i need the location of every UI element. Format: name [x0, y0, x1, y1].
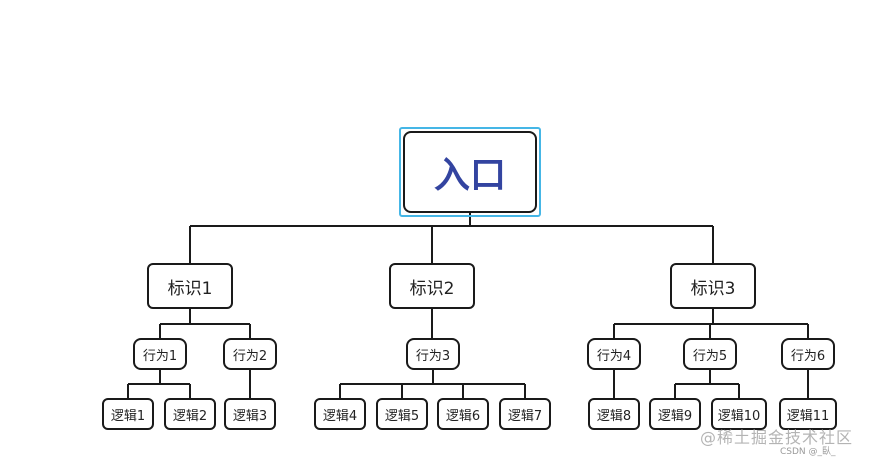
logic-node-6[interactable]: 逻辑6 [437, 398, 489, 430]
behavior-node-1[interactable]: 行为1 [133, 338, 187, 370]
id-node-1[interactable]: 标识1 [147, 263, 233, 309]
logic-node-9[interactable]: 逻辑9 [649, 398, 701, 430]
id-node-2[interactable]: 标识2 [389, 263, 475, 309]
watermark-sub: CSDN @_臥_ [780, 447, 836, 457]
logic-node-5[interactable]: 逻辑5 [376, 398, 428, 430]
logic-node-8[interactable]: 逻辑8 [588, 398, 640, 430]
logic-node-4[interactable]: 逻辑4 [314, 398, 366, 430]
logic-node-1[interactable]: 逻辑1 [102, 398, 154, 430]
logic-node-2[interactable]: 逻辑2 [164, 398, 216, 430]
behavior-node-5[interactable]: 行为5 [683, 338, 737, 370]
id-node-3[interactable]: 标识3 [670, 263, 756, 309]
logic-node-11[interactable]: 逻辑11 [779, 398, 837, 430]
behavior-node-2[interactable]: 行为2 [223, 338, 277, 370]
watermark-main: @稀土掘金技术社区 [700, 428, 854, 447]
selection-frame [399, 127, 541, 217]
behavior-node-4[interactable]: 行为4 [587, 338, 641, 370]
behavior-node-6[interactable]: 行为6 [781, 338, 835, 370]
logic-node-7[interactable]: 逻辑7 [499, 398, 551, 430]
root-node[interactable]: 入口 [403, 131, 537, 213]
logic-node-10[interactable]: 逻辑10 [711, 398, 767, 430]
behavior-node-3[interactable]: 行为3 [406, 338, 460, 370]
logic-node-3[interactable]: 逻辑3 [224, 398, 276, 430]
